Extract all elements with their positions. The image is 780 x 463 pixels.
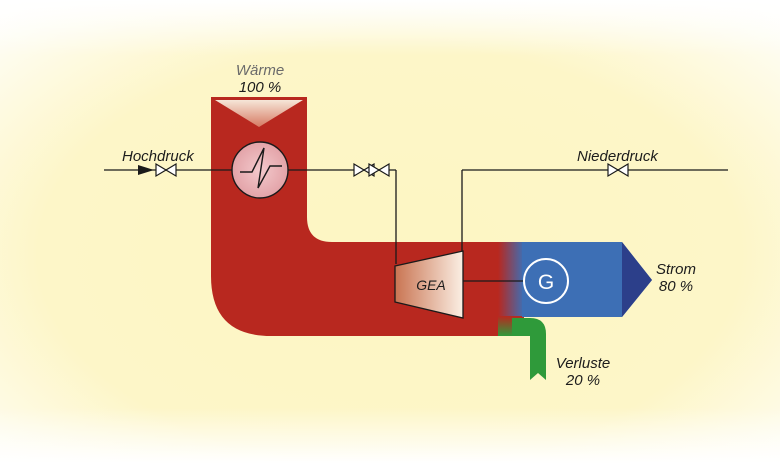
power-value: 80 % bbox=[658, 278, 694, 295]
flow-direction-arrow bbox=[138, 165, 154, 175]
low-pressure-valve[interactable] bbox=[607, 162, 629, 178]
high-pressure-label: Hochdruck bbox=[122, 148, 194, 165]
low-pressure-label: Niederdruck bbox=[577, 148, 658, 165]
power-label-text: Strom bbox=[655, 261, 696, 278]
heat-label: Wärme 100 % bbox=[222, 62, 298, 96]
losses-label-text: Verluste bbox=[555, 355, 611, 372]
heat-input-arrow bbox=[215, 100, 303, 127]
loss-flow-band bbox=[512, 318, 546, 380]
generator-icon[interactable]: G bbox=[523, 258, 569, 304]
power-arrow-tip bbox=[622, 242, 652, 317]
losses-label: Verluste 20 % bbox=[548, 355, 618, 389]
bypass-valve-2[interactable] bbox=[368, 162, 390, 178]
gea-expansion-unit[interactable] bbox=[394, 250, 464, 319]
heat-to-power-transition bbox=[498, 242, 524, 317]
pipe-network bbox=[104, 169, 728, 282]
high-pressure-valve[interactable] bbox=[155, 162, 177, 178]
power-label: Strom 80 % bbox=[652, 261, 700, 295]
heat-value: 100 % bbox=[238, 79, 282, 96]
generator-label: G bbox=[538, 271, 554, 294]
losses-value: 20 % bbox=[565, 372, 601, 389]
heat-exchanger-icon bbox=[231, 141, 289, 199]
heat-label-text: Wärme bbox=[235, 62, 285, 79]
gea-label: GEA bbox=[416, 277, 446, 293]
